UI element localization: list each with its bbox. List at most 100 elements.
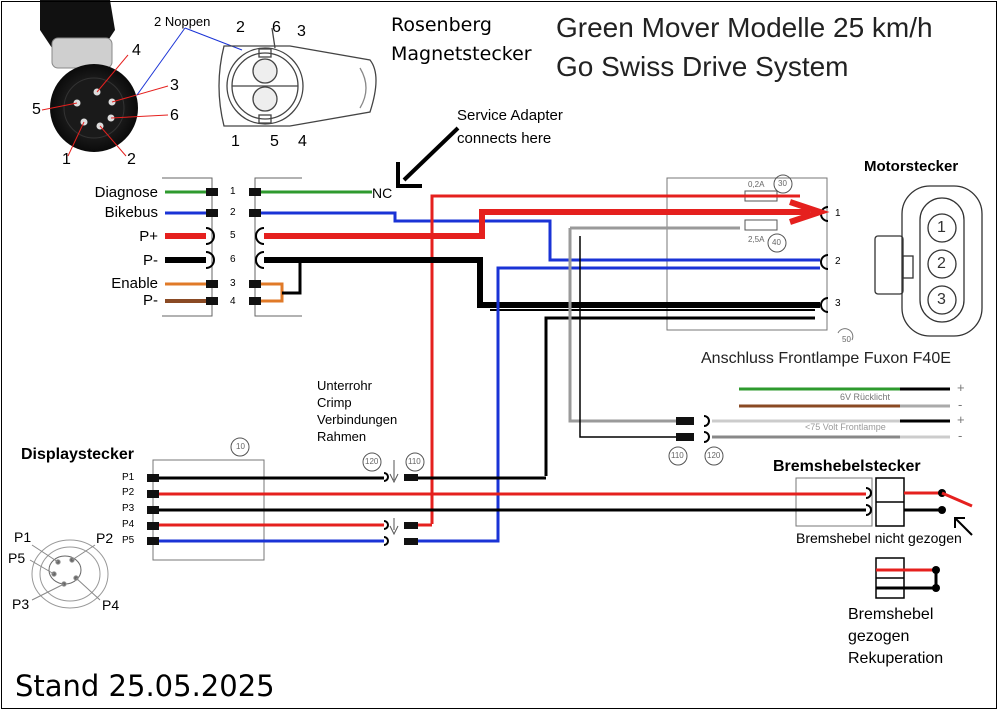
unterrohr-line-4: Rahmen <box>317 429 367 444</box>
pin-3: 3 <box>230 278 236 289</box>
stand-date: Stand 25.05.2025 <box>15 669 275 703</box>
display-title: Displaystecker <box>21 446 134 463</box>
display-pin-p3: P3 <box>122 503 135 514</box>
motor-plug-pin-2: 2 <box>937 255 946 272</box>
round-plug-photo <box>40 0 186 157</box>
fuse-1-ref: 30 <box>778 179 787 188</box>
round-pin-1: 1 <box>62 151 71 168</box>
unterrohr-line-2: Crimp <box>317 395 352 410</box>
service-adapter-arrow <box>396 126 460 188</box>
service-adapter-line-1: Service Adapter <box>457 107 563 124</box>
frontlamp-plus-1: + <box>957 380 965 395</box>
side-pin-top-6: 6 <box>272 19 281 36</box>
round-pin-2: 2 <box>127 151 136 168</box>
brake-pulled-line-3: Rekuperation <box>848 650 944 667</box>
frontlamp-minus-1: - <box>958 397 963 412</box>
title-line-1: Green Mover Modelle 25 km/h <box>556 12 933 43</box>
display-round-p1: P1 <box>14 529 32 545</box>
display-pin-p1: P1 <box>122 472 135 483</box>
frontlamp-rear-label: 6V Rücklicht <box>840 392 891 402</box>
frontlamp-minus-2: - <box>958 428 963 443</box>
side-pin-bottom-1: 1 <box>231 133 240 150</box>
display-pin-p2: P2 <box>122 487 135 498</box>
frontlamp-plus-2: + <box>957 412 965 427</box>
crimp-ref-120: 120 <box>365 457 379 466</box>
brake-pulled-line-2: gezogen <box>848 628 910 645</box>
side-pin-top-2: 2 <box>236 19 245 36</box>
side-pin-bottom-4: 4 <box>298 133 307 150</box>
motor-title: Motorstecker <box>864 158 959 175</box>
pin-4: 4 <box>230 296 236 307</box>
crimp-area <box>362 452 425 546</box>
wire-enable-bridge <box>261 282 284 303</box>
nc-label: NC <box>372 185 393 201</box>
motor-pin-1: 1 <box>835 208 841 219</box>
crimp-ref-110: 110 <box>408 457 421 466</box>
noppen-label: 2 Noppen <box>154 14 211 29</box>
rosenberg-plug-drawing <box>184 27 377 127</box>
display-round-p5: P5 <box>8 550 26 566</box>
wires <box>159 190 866 543</box>
motor-pin-2: 2 <box>835 256 841 267</box>
service-adapter-line-2: connects here <box>457 130 552 147</box>
label-pminus: P- <box>143 252 158 269</box>
label-bikebus: Bikebus <box>104 204 158 221</box>
motor-box <box>666 177 854 341</box>
round-pin-4: 4 <box>132 42 141 59</box>
label-pminus-2: P- <box>143 292 158 309</box>
label-pplus: P+ <box>139 228 158 245</box>
pin-2: 2 <box>230 207 236 218</box>
display-pin-p5: P5 <box>122 535 135 546</box>
motor-pin-3: 3 <box>835 298 841 309</box>
fuse-1-label: 0,2A <box>748 180 765 189</box>
label-enable: Enable <box>111 275 158 292</box>
display-round-p3: P3 <box>12 596 30 612</box>
label-diagnose: Diagnose <box>94 184 158 201</box>
brake-not-pulled: Bremshebel nicht gezogen <box>796 530 962 546</box>
display-box <box>147 437 265 561</box>
wire-pminus-right <box>264 257 820 308</box>
side-pin-top-3: 3 <box>297 23 306 40</box>
title-line-2: Go Swiss Drive System <box>556 51 849 82</box>
round-pin-3: 3 <box>170 77 179 94</box>
frontlamp-title: Anschluss Frontlampe Fuxon F40E <box>701 350 951 367</box>
fuse-2-label: 2,5A <box>748 235 765 244</box>
display-round-p4: P4 <box>102 597 120 613</box>
unterrohr-line-3: Verbindungen <box>317 412 398 427</box>
pin-6: 6 <box>230 254 236 265</box>
pin-5: 5 <box>230 230 236 241</box>
frontlamp-terminals <box>668 415 724 466</box>
brake-pulled-line-1: Bremshebel <box>848 606 934 623</box>
display-ref: 10 <box>236 442 245 451</box>
left-connector-body <box>162 177 302 317</box>
rosenberg-line-1: Rosenberg <box>391 14 492 36</box>
display-pin-p4: P4 <box>122 519 135 530</box>
wire-blue-display <box>418 266 820 543</box>
motor-corner-ref: 50 <box>842 335 851 344</box>
round-pin-5: 5 <box>32 101 41 118</box>
fuse-2-ref: 40 <box>772 238 781 247</box>
wire-bikebus-right <box>261 211 820 262</box>
frontlamp-ref-120: 120 <box>707 451 721 460</box>
frontlamp-front-label: <75 Volt Frontlampe <box>805 422 886 432</box>
side-pin-bottom-5: 5 <box>270 133 279 150</box>
frontlamp-ref-110: 110 <box>671 451 684 460</box>
motor-plug-drawing <box>874 185 983 337</box>
display-round-p2: P2 <box>96 530 114 546</box>
unterrohr-line-1: Unterrohr <box>317 378 372 393</box>
brake-box <box>795 477 973 536</box>
left-connector-pins <box>205 188 265 305</box>
brake-title: Bremshebelstecker <box>773 458 921 475</box>
motor-plug-pin-3: 3 <box>937 291 946 308</box>
round-pin-6: 6 <box>170 107 179 124</box>
wire-black-thin <box>544 316 815 476</box>
pin-1: 1 <box>230 186 236 197</box>
motor-plug-pin-1: 1 <box>937 219 946 236</box>
rosenberg-line-2: Magnetstecker <box>391 43 532 65</box>
brake-pulled-box <box>875 557 940 599</box>
frontlamp-wires <box>712 387 950 439</box>
display-plug-drawing <box>29 539 109 609</box>
wire-red-thin <box>430 194 800 524</box>
wire-pplus-right <box>264 209 810 239</box>
